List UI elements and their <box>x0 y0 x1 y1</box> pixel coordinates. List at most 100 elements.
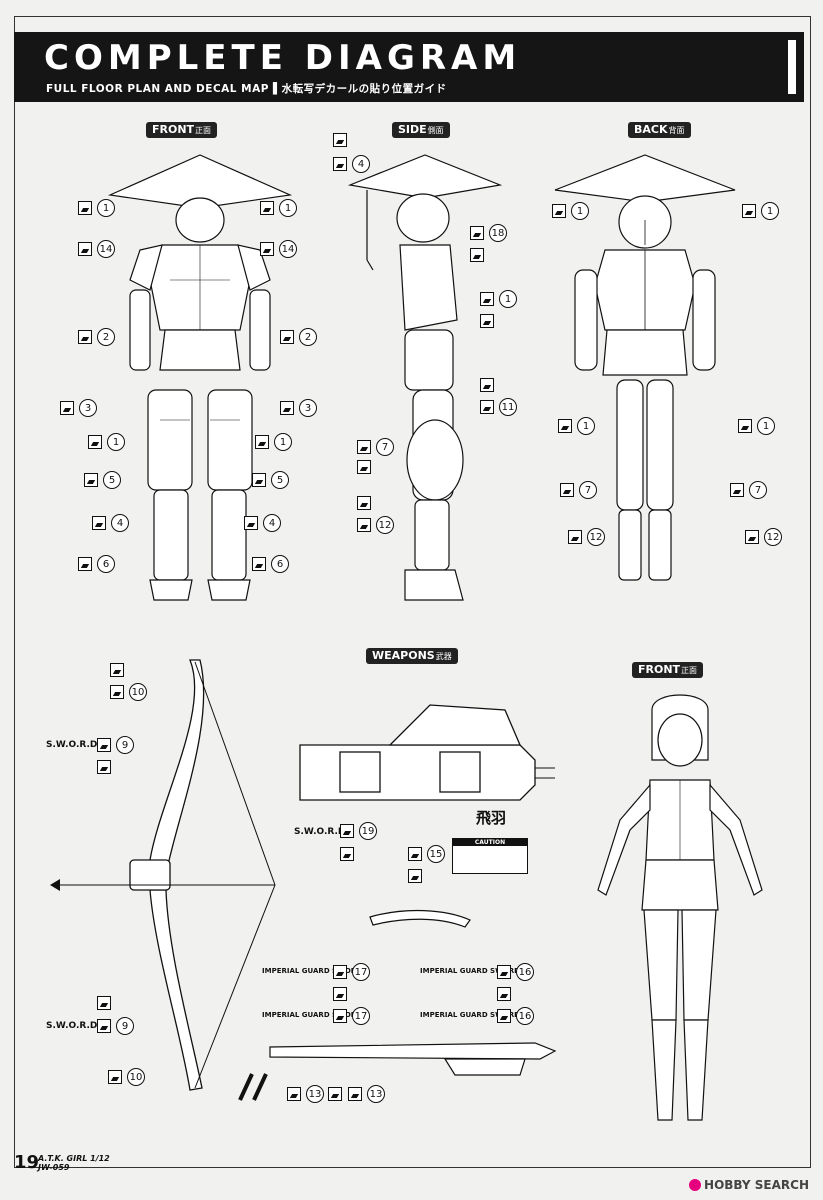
decal-marker <box>742 204 756 218</box>
front-figure-illustration <box>107 154 293 601</box>
decal-marker <box>333 987 347 1001</box>
part-number: 4 <box>111 514 129 532</box>
part-number: 9 <box>116 1017 134 1035</box>
section-label-front: FRONT正面 <box>146 122 218 138</box>
page-subtitle: FULL FLOOR PLAN AND DECAL MAP ▌水転写デカールの貼… <box>46 83 447 95</box>
decal-marker <box>333 157 347 171</box>
part-number: 17 <box>352 1007 370 1025</box>
decal-marker <box>97 1019 111 1033</box>
page-title: COMPLETE DIAGRAM <box>44 38 522 78</box>
part-number: 3 <box>299 399 317 417</box>
caution-decal: CAUTION <box>452 838 528 874</box>
decal-marker <box>470 226 484 240</box>
rifle-weapon-illustration <box>299 704 555 801</box>
part-number: 1 <box>757 417 775 435</box>
decal-marker <box>497 1009 511 1023</box>
front-body-figure-illustration <box>597 694 763 1121</box>
part-number: 12 <box>587 528 605 546</box>
part-number: 5 <box>271 471 289 489</box>
decal-marker <box>333 965 347 979</box>
hobby-search-logo-icon <box>689 1179 702 1191</box>
decal-marker <box>333 1009 347 1023</box>
decal-marker <box>497 965 511 979</box>
part-number: 1 <box>274 433 292 451</box>
section-label-front-2: FRONT正面 <box>632 662 704 678</box>
header-banner: COMPLETE DIAGRAM FULL FLOOR PLAN AND DEC… <box>14 32 804 102</box>
decal-marker <box>552 204 566 218</box>
part-number: 1 <box>107 433 125 451</box>
decal-marker <box>497 987 511 1001</box>
caution-label: CAUTION <box>453 839 527 846</box>
model-line-1: A.T.K. GIRL 1/12 <box>38 1154 110 1163</box>
decal-marker <box>255 435 269 449</box>
part-number: 1 <box>279 199 297 217</box>
decal-marker <box>84 473 98 487</box>
feather-kanji-decal: 飛羽 <box>476 809 507 827</box>
part-number: 2 <box>299 328 317 346</box>
part-number: 13 <box>367 1085 385 1103</box>
decal-marker <box>480 400 494 414</box>
side-figure-illustration <box>347 154 503 601</box>
decal-marker <box>357 496 371 510</box>
decal-marker <box>97 996 111 1010</box>
model-line-2: JW-059 <box>38 1163 70 1172</box>
part-number: 4 <box>352 155 370 173</box>
part-number: 7 <box>579 481 597 499</box>
decal-marker <box>244 516 258 530</box>
decal-marker <box>280 330 294 344</box>
decal-marker <box>92 516 106 530</box>
part-number: 6 <box>97 555 115 573</box>
part-number: 1 <box>499 290 517 308</box>
part-number: 15 <box>427 845 445 863</box>
part-number: 1 <box>571 202 589 220</box>
part-number: 1 <box>577 417 595 435</box>
decal-marker <box>252 473 266 487</box>
decal-marker <box>78 557 92 571</box>
part-number: 4 <box>263 514 281 532</box>
stripe-decal-mark <box>238 1073 268 1101</box>
decal-marker <box>333 133 347 147</box>
small-blade-illustration <box>369 909 471 928</box>
part-number: 2 <box>97 328 115 346</box>
decal-marker <box>78 242 92 256</box>
part-number: 14 <box>279 240 297 258</box>
part-number: 16 <box>516 1007 534 1025</box>
page-frame <box>14 16 811 1168</box>
part-number: 12 <box>376 516 394 534</box>
part-number: 5 <box>103 471 121 489</box>
decal-marker <box>745 530 759 544</box>
decal-marker <box>88 435 102 449</box>
decal-marker <box>357 518 371 532</box>
decal-marker <box>408 869 422 883</box>
decal-marker <box>738 419 752 433</box>
header-accent-bar <box>788 40 796 94</box>
decal-marker <box>260 201 274 215</box>
part-number: 18 <box>489 224 507 242</box>
sword-label: S.W.O.R.D <box>46 740 98 750</box>
part-number: 19 <box>359 822 377 840</box>
part-number: 17 <box>352 963 370 981</box>
section-label-back: BACK背面 <box>628 122 691 138</box>
decal-marker <box>357 460 371 474</box>
part-number: 14 <box>97 240 115 258</box>
decal-marker <box>470 248 484 262</box>
bow-weapon-illustration <box>50 659 276 1091</box>
part-number: 16 <box>516 963 534 981</box>
imperial-guard-label: IMPERIAL GUARD SWORDS <box>420 967 526 975</box>
part-number: 3 <box>79 399 97 417</box>
imperial-guard-label: IMPERIAL GUARD SWORDS <box>262 1011 368 1019</box>
section-label-weapons: WEAPONS武器 <box>366 648 458 664</box>
decal-marker <box>97 738 111 752</box>
part-number: 7 <box>376 438 394 456</box>
decal-marker <box>480 314 494 328</box>
part-number: 1 <box>97 199 115 217</box>
decal-marker <box>108 1070 122 1084</box>
imperial-guard-label: IMPERIAL GUARD SWORDS <box>420 1011 526 1019</box>
decal-marker <box>348 1087 362 1101</box>
decal-marker <box>558 419 572 433</box>
decal-marker <box>568 530 582 544</box>
sword-label: S.W.O.R.D <box>294 827 346 837</box>
decal-marker <box>287 1087 301 1101</box>
part-number: 12 <box>764 528 782 546</box>
sword-label: S.W.O.R.D <box>46 1021 98 1031</box>
